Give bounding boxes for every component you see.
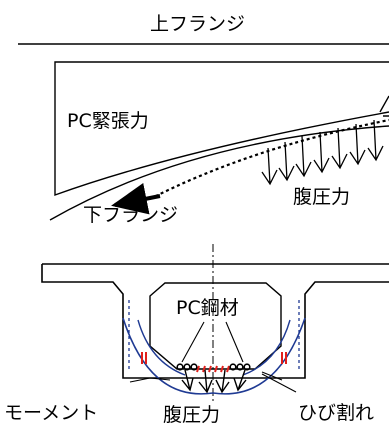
lower-flange-label: 下フランジ: [83, 204, 178, 226]
anchor-plate-icon: [379, 95, 389, 117]
pc-tension-label: PC緊張力: [67, 110, 149, 132]
inner-void: [149, 282, 282, 370]
tendon-curve-left: [137, 319, 186, 376]
crack-leader: [261, 371, 297, 393]
upper-flange-label: 上フランジ: [150, 13, 245, 35]
cross-section: PC鋼材 モーメント 腹圧力 ひび割れ: [4, 244, 389, 426]
web-pressure-arrows: [261, 119, 384, 186]
pc-steel-strands: [176, 363, 251, 371]
tendon-curve-right: [242, 319, 291, 376]
pc-steel-leader: [181, 321, 244, 363]
crack-marks: [141, 352, 287, 373]
girder-outline: [41, 263, 389, 379]
web-pressure-arrows-bottom: [181, 369, 247, 394]
web-pressure-label-top: 腹圧力: [293, 186, 350, 208]
web-pressure-label-bottom: 腹圧力: [163, 404, 220, 424]
pc-tendon-dashed: [149, 118, 389, 200]
crack-label: ひび割れ: [298, 402, 374, 424]
anchorage-block: [54, 61, 389, 196]
pc-tension-arrow: [111, 183, 161, 215]
pc-steel-label: PC鋼材: [176, 297, 239, 319]
longitudinal-section: 上フランジ PC緊張力 下フランジ 腹圧力: [18, 13, 389, 226]
moment-label: モーメント: [4, 402, 98, 424]
moment-leader: [129, 377, 171, 383]
